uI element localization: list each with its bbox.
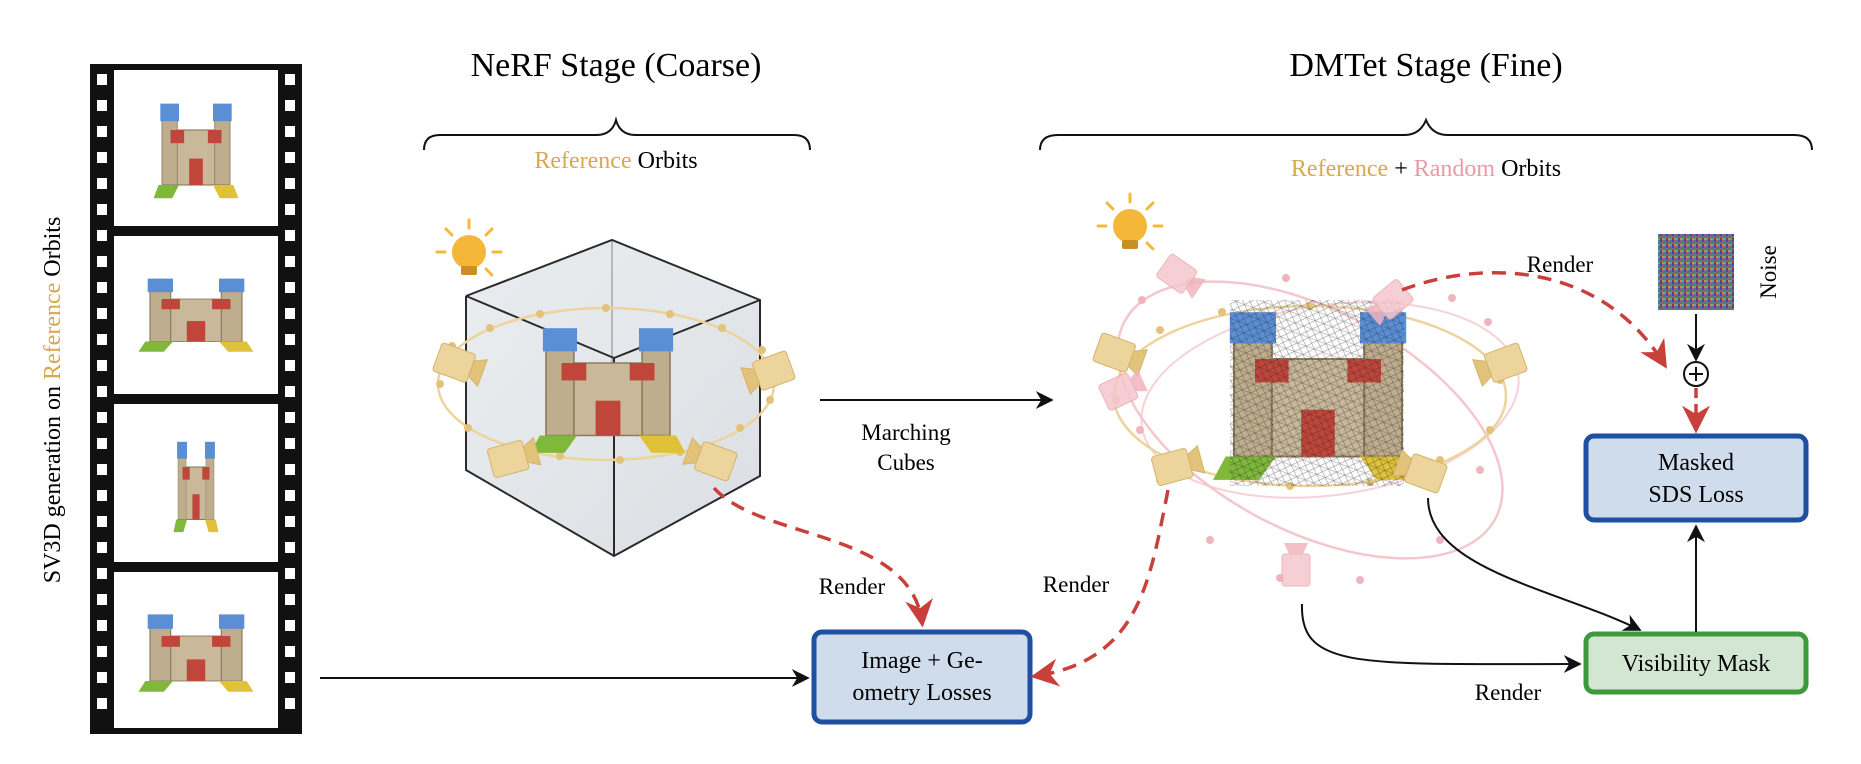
image-loss-line-2: ometry Losses: [852, 680, 991, 706]
nerf-orbit-label: Reference Orbits: [534, 148, 697, 174]
noise-label: Noise: [1756, 245, 1781, 299]
reference-cam-visibility-arrow: [1427, 497, 1642, 631]
marching-cubes-label-2: Cubes: [877, 450, 935, 475]
lightbulb-icon: [435, 218, 503, 277]
visibility-mask-box: Visibility Mask: [1583, 631, 1809, 695]
masked-sds-loss-box: Masked SDS Loss: [1583, 433, 1809, 523]
film-strip-icon: [90, 64, 302, 734]
film-holes-left: [97, 74, 107, 709]
dmtet-stage-title: DMTet Stage (Fine): [1289, 47, 1562, 84]
camera-icon: [1150, 444, 1206, 487]
dmtet-render-arrow-top: [1401, 271, 1667, 369]
sds-line-1: Masked: [1658, 450, 1734, 476]
camera-icon: [1097, 367, 1150, 412]
marching-cubes-label-1: Marching: [861, 420, 951, 445]
image-geometry-loss-box: Image + Ge- ometry Losses: [811, 629, 1033, 725]
noise-icon: [1658, 234, 1734, 310]
nerf-stage-title: NeRF Stage (Coarse): [471, 47, 762, 84]
nerf-brace: [423, 116, 811, 151]
dmtet-render-label-left: Render: [1043, 572, 1110, 597]
dmtet-mesh-castle: [1211, 300, 1425, 486]
dmtet-render-label-bottom: Render: [1475, 680, 1542, 705]
image-loss-line-1: Image + Ge-: [861, 648, 982, 674]
visibility-label: Visibility Mask: [1622, 651, 1771, 677]
camera-icon: [1091, 331, 1149, 378]
dmtet-render-arrow-left: [1030, 489, 1170, 687]
camera-icon: [1155, 252, 1208, 302]
lightbulb-icon: [1096, 192, 1164, 251]
camera-icon: [1281, 542, 1311, 587]
sds-line-2: SDS Loss: [1648, 482, 1743, 508]
dmtet-brace: [1039, 117, 1813, 151]
plus-circle-icon: [1683, 361, 1709, 387]
film-holes-right: [285, 74, 295, 709]
camera-icon: [1391, 448, 1449, 495]
dmtet-orbit-label: Reference + Random Orbits: [1291, 156, 1561, 182]
nerf-render-label: Render: [819, 574, 886, 599]
side-label: SV3D generation on Reference Orbits: [40, 217, 66, 584]
random-cam-visibility-arrow: [1300, 603, 1582, 674]
dmtet-render-label-top: Render: [1527, 252, 1594, 277]
orbit-dots: [436, 304, 774, 464]
nerf-render-arrow: [712, 486, 933, 628]
